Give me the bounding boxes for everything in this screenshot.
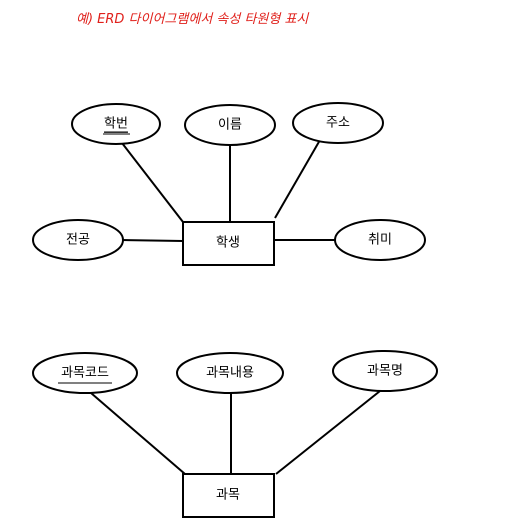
entity-student-label: 학생 xyxy=(216,236,240,251)
attribute-student-id-label: 학번 xyxy=(104,117,128,132)
attribute-course-content: 과목내용 xyxy=(176,352,284,394)
attribute-course-content-label: 과목내용 xyxy=(206,366,254,381)
connector-course-title xyxy=(275,390,381,475)
connector-student-major xyxy=(121,239,184,242)
connector-course-code xyxy=(90,392,186,475)
attribute-course-code-label: 과목코드 xyxy=(61,366,109,381)
attribute-student-address: 주소 xyxy=(292,102,384,144)
attribute-course-code: 과목코드 xyxy=(32,352,138,394)
connector-student-address xyxy=(274,139,321,219)
entity-course: 과목 xyxy=(182,473,275,518)
attribute-student-major: 전공 xyxy=(32,219,124,261)
attribute-student-hobby-label: 취미 xyxy=(368,233,392,248)
attribute-student-major-label: 전공 xyxy=(66,233,90,248)
attribute-course-title: 과목명 xyxy=(332,350,438,392)
caption-text: 예) ERD 다이어그램에서 속성 타원형 표시 xyxy=(76,12,309,27)
entity-course-label: 과목 xyxy=(216,488,240,503)
entity-student: 학생 xyxy=(182,221,275,266)
attribute-course-title-label: 과목명 xyxy=(367,364,403,379)
connector-student-id xyxy=(121,142,184,223)
attribute-student-id: 학번 xyxy=(71,103,161,145)
attribute-student-name-label: 이름 xyxy=(218,118,242,133)
attribute-student-hobby: 취미 xyxy=(334,219,426,261)
attribute-student-address-label: 주소 xyxy=(326,116,350,131)
attribute-student-name: 이름 xyxy=(184,104,276,146)
